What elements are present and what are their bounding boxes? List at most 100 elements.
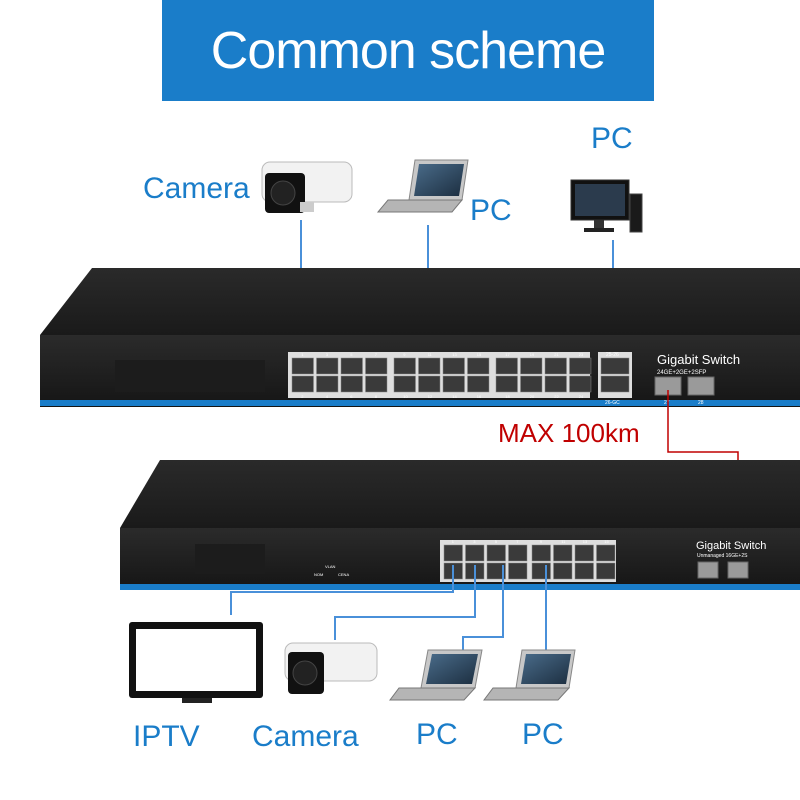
port-number-bottom: 8 xyxy=(375,394,378,399)
vlan-option-nom: NOM xyxy=(314,572,323,577)
uplink-port xyxy=(600,357,630,375)
rj45-port xyxy=(574,562,594,580)
bottom-switch-spec: Unmanaged 16GE+2S xyxy=(697,553,748,559)
port-number-bottom: 12 xyxy=(428,394,433,399)
rj45-port xyxy=(569,375,592,393)
rj45-port xyxy=(467,375,490,393)
rj45-port xyxy=(495,375,518,393)
rj45-port xyxy=(553,544,573,562)
port-number-top: 5 xyxy=(350,352,353,357)
port-number-bottom: 10 xyxy=(403,394,408,399)
port-number-top: 13 xyxy=(452,352,457,357)
rj45-port xyxy=(393,357,416,375)
port-number-top: 19 xyxy=(530,352,535,357)
camera-icon xyxy=(261,161,353,213)
page-title: Common scheme xyxy=(210,21,606,80)
top-pc-label-1: PC xyxy=(470,194,512,227)
vlan-option-cena: CENA xyxy=(338,572,349,577)
rj45-port xyxy=(553,562,573,580)
rj45-port xyxy=(418,357,441,375)
rj45-port xyxy=(486,562,506,580)
rj45-port xyxy=(520,375,543,393)
rj45-port xyxy=(508,544,528,562)
rj45-port xyxy=(340,357,363,375)
rj45-port xyxy=(531,544,551,562)
rj45-port xyxy=(467,357,490,375)
bottom-switch-name: Gigabit Switch xyxy=(696,540,766,552)
port-number-top: 3 xyxy=(473,539,476,544)
camera-icon-bottom xyxy=(284,642,378,694)
port-number-bottom: 24 xyxy=(579,394,584,399)
rj45-port xyxy=(596,544,616,562)
port-number-top: 3 xyxy=(326,352,329,357)
rj45-port xyxy=(365,375,388,393)
rj45-port xyxy=(495,357,518,375)
rj45-port xyxy=(508,562,528,580)
link-distance-label: MAX 100km xyxy=(498,418,640,448)
rj45-port xyxy=(544,357,567,375)
top-led-panel xyxy=(115,360,265,392)
rj45-port xyxy=(520,357,543,375)
rj45-port xyxy=(443,544,463,562)
laptop-icon xyxy=(376,159,469,213)
top-switch-spec: 24GE+2GE+2SFP xyxy=(657,370,706,376)
sfp-label-28: 28 xyxy=(698,400,704,406)
port-number-bottom: 22 xyxy=(554,394,559,399)
bottom-pc-label-2: PC xyxy=(522,718,564,751)
port-number-top: 15 xyxy=(477,352,482,357)
rj45-port xyxy=(418,375,441,393)
sfp-label-27: 27 xyxy=(664,400,670,406)
iptv-label: IPTV xyxy=(133,720,200,753)
rj45-port xyxy=(465,544,485,562)
port-number-bottom: 14 xyxy=(452,394,457,399)
top-pc-label-2: PC xyxy=(591,122,633,155)
port-number-top: 9 xyxy=(403,352,406,357)
rj45-port xyxy=(531,562,551,580)
port-number-bottom: 2 xyxy=(301,394,304,399)
tv-icon xyxy=(129,622,263,703)
port-number-bottom: 18 xyxy=(505,394,510,399)
rj45-port xyxy=(291,375,314,393)
uplink-top-label: 25-26 xyxy=(606,352,619,358)
port-number-bottom: 4 xyxy=(326,394,329,399)
rj45-port xyxy=(569,357,592,375)
port-number-top: 9 xyxy=(540,539,543,544)
port-number-top: 7 xyxy=(516,539,519,544)
port-number-top: 17 xyxy=(505,352,510,357)
rj45-port xyxy=(316,357,339,375)
port-number-top: 1 xyxy=(301,352,304,357)
port-number-bottom: 6 xyxy=(350,394,353,399)
port-number-bottom: 16 xyxy=(477,394,482,399)
laptop-icon-bottom-2 xyxy=(483,649,576,701)
bottom-pc-label-1: PC xyxy=(416,718,458,751)
port-number-top: 23 xyxy=(579,352,584,357)
rj45-port xyxy=(486,544,506,562)
top-switch-name: Gigabit Switch xyxy=(657,352,740,367)
rj45-port xyxy=(316,375,339,393)
port-number-top: 7 xyxy=(375,352,378,357)
rj45-port xyxy=(596,562,616,580)
rj45-port xyxy=(574,544,594,562)
port-number-bottom: 20 xyxy=(530,394,535,399)
rj45-port xyxy=(340,375,363,393)
rj45-port xyxy=(291,357,314,375)
rj45-port xyxy=(365,357,388,375)
laptop-icon-bottom-1 xyxy=(389,649,483,701)
vlan-label: VLAN xyxy=(325,564,336,569)
port-number-top: 1 xyxy=(452,539,455,544)
port-number-top: 11 xyxy=(561,539,566,544)
desktop-pc-icon xyxy=(570,179,643,233)
bottom-camera-label: Camera xyxy=(252,720,359,753)
port-number-top: 11 xyxy=(428,352,433,357)
title-banner: Common scheme xyxy=(162,0,654,101)
rj45-port xyxy=(393,375,416,393)
port-number-top: 21 xyxy=(554,352,559,357)
port-number-top: 15 xyxy=(604,539,609,544)
rj45-port xyxy=(544,375,567,393)
rj45-port xyxy=(442,357,465,375)
bottom-switch: Gigabit Switch Unmanaged 16GE+2S VLAN NO… xyxy=(120,460,800,590)
port-number-top: 5 xyxy=(495,539,498,544)
